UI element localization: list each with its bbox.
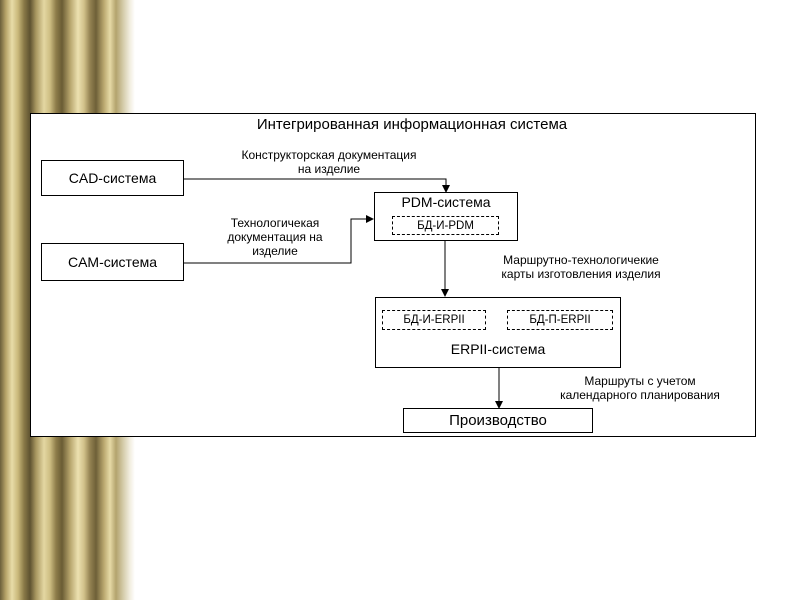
erp-to-production-label-line: Маршруты с учетом: [584, 374, 696, 388]
pdm-system-label: PDM-система: [401, 194, 491, 210]
erp-database-i-box: БД-И-ERPII: [382, 310, 486, 330]
cam-to-pdm-label-line: Технологичекая: [230, 216, 320, 230]
cam-to-pdm-label-line: документация на: [227, 230, 323, 244]
erp-database-i-label: БД-И-ERPII: [403, 314, 465, 326]
cam-system-label: CAM-система: [67, 254, 158, 270]
erp-system-box: ERPII-система: [375, 297, 621, 368]
cam-to-pdm-label-line: изделие: [252, 244, 298, 258]
pdm-database-label: БД-И-PDM: [417, 219, 474, 232]
erp-to-production-label-line: календарного планирования: [560, 388, 720, 402]
erp-system-label: ERPII-система: [450, 341, 546, 357]
production-label: Производство: [449, 412, 547, 429]
cad-to-pdm-label-line: на изделие: [297, 162, 361, 176]
cam-to-pdm-label: Технологичекая документация на изделие: [202, 216, 348, 258]
cad-system-label: CAD-система: [68, 170, 157, 186]
cad-to-pdm-label: Конструкторская документация на изделие: [204, 148, 454, 176]
pdm-database-box: БД-И-PDM: [392, 216, 499, 235]
cam-to-pdm-arrow: [184, 215, 374, 264]
erp-to-production-label: Маршруты с учетом календарного планирова…: [536, 374, 744, 402]
pdm-to-erp-label-line: карты изготовления изделия: [501, 267, 661, 281]
erp-database-p-box: БД-П-ERPII: [507, 310, 613, 330]
erp-database-p-label: БД-П-ERPII: [529, 314, 591, 326]
cad-system-box: CAD-система: [41, 160, 184, 196]
diagram-title: Интегрированная информационная система: [256, 116, 568, 133]
cad-to-pdm-label-line: Конструкторская документация: [241, 148, 417, 162]
production-box: Производство: [403, 408, 593, 433]
pdm-to-erp-label-line: Маршрутно-технологичекие: [503, 253, 659, 267]
pdm-to-erp-label: Маршрутно-технологичекие карты изготовле…: [466, 253, 696, 281]
cam-system-box: CAM-система: [41, 243, 184, 281]
cad-to-pdm-arrow: [184, 178, 450, 193]
